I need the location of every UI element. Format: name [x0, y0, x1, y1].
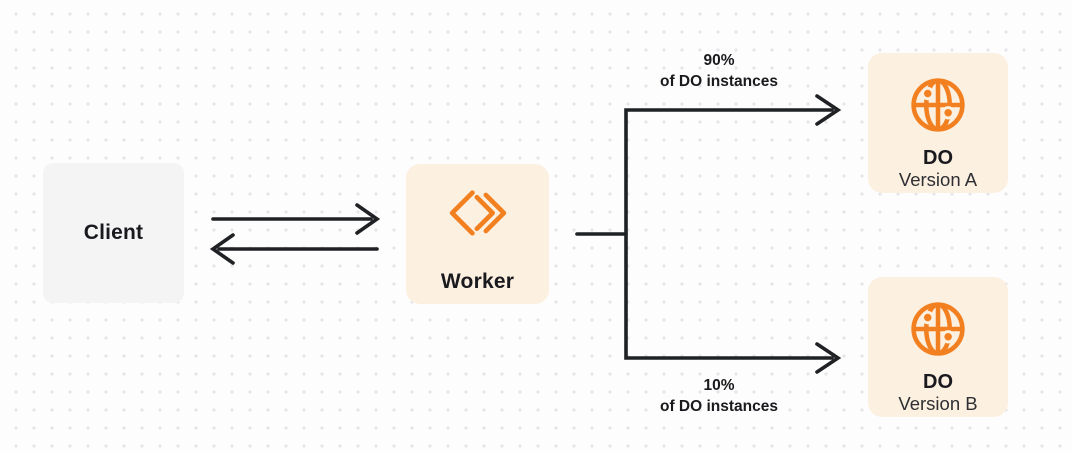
bottom-branch-caption: of DO instances	[660, 398, 778, 415]
do-version-b-node: DO Version B	[868, 277, 1008, 417]
bottom-branch-percent: 10%	[703, 377, 735, 394]
do-a-title: DO	[923, 147, 953, 169]
worker-label: Worker	[440, 270, 515, 293]
branch-bottom-arrowhead-icon	[815, 342, 842, 374]
top-branch-caption: of DO instances	[660, 73, 778, 90]
client-label: Client	[83, 221, 144, 244]
cloudflare-workers-icon	[449, 186, 507, 245]
do-b-title: DO	[923, 371, 953, 393]
branch-fork-line	[624, 108, 834, 360]
top-branch-percent: 90%	[703, 52, 735, 69]
globe-icon	[906, 73, 970, 142]
top-branch-label: 90% of DO instances	[660, 50, 778, 92]
do-a-subtitle: Version A	[898, 169, 978, 190]
worker-to-client-arrowhead-icon	[209, 233, 235, 265]
bottom-branch-label: 10% of DO instances	[660, 375, 778, 417]
do-version-a-node: DO Version A	[868, 53, 1008, 193]
do-b-subtitle: Version B	[898, 393, 978, 414]
worker-node: Worker	[406, 164, 549, 304]
globe-icon	[906, 297, 970, 366]
branch-top-arrowhead-icon	[815, 94, 842, 126]
client-node: Client	[43, 163, 184, 303]
client-to-worker-arrowhead-icon	[355, 203, 381, 235]
